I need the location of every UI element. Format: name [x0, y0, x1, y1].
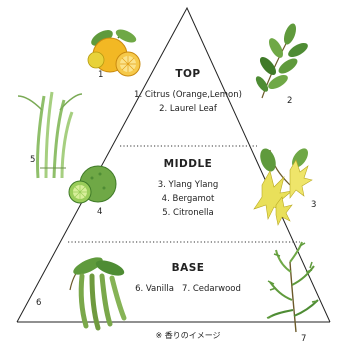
middle-tier-title: MIDDLE — [148, 158, 228, 170]
bergamot-icon — [69, 166, 116, 203]
orange-lemon-icon — [88, 27, 140, 76]
illustration-number-3: 3 — [311, 200, 316, 210]
illustration-number-7: 7 — [301, 334, 306, 344]
illustration-number-1: 1 — [98, 70, 103, 80]
illustration-number-6: 6 — [36, 298, 41, 308]
footnote: ※ 香りのイメージ — [128, 330, 248, 341]
ylang-ylang-icon — [254, 146, 312, 225]
illustration-number-2: 2 — [287, 96, 292, 106]
laurel-leaf-icon — [254, 22, 310, 98]
middle-note-2: 4. Bergamot — [128, 192, 248, 206]
cedarwood-icon — [267, 242, 318, 332]
illustration-number-5: 5 — [30, 155, 35, 165]
top-note-1: 1. Citrus (Orange,Lemon) — [118, 88, 258, 102]
citronella-icon — [18, 92, 82, 178]
middle-note-1: 3. Ylang Ylang — [128, 178, 248, 192]
top-note-2: 2. Laurel Leaf — [118, 102, 258, 116]
middle-note-3: 5. Citronella — [128, 206, 248, 220]
illustration-number-4: 4 — [97, 207, 102, 217]
base-note-1: 6. Vanilla 7. Cedarwood — [108, 282, 268, 296]
base-tier-title: BASE — [158, 262, 218, 274]
top-tier-title: TOP — [158, 68, 218, 80]
